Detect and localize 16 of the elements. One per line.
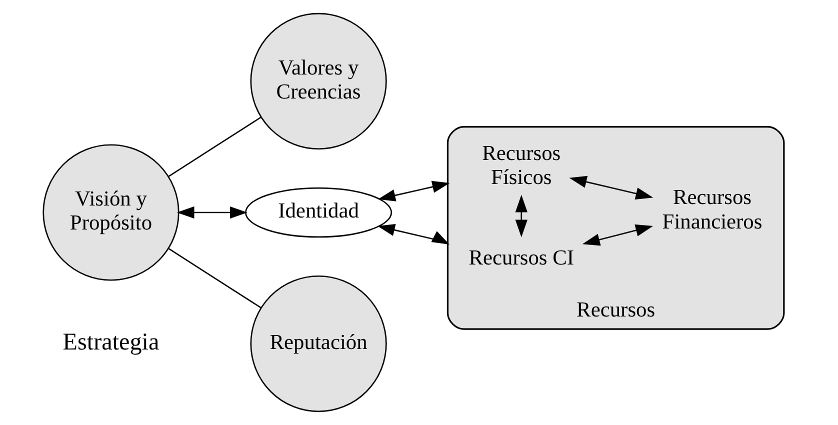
arrow (515, 194, 528, 238)
node-ellipse: Identidad (245, 187, 392, 238)
node-circle: Reputación (250, 275, 387, 412)
label: Estrategia (62, 330, 160, 356)
node-text: Recursos Financieros (662, 185, 762, 234)
node-circle: Visión y Propósito (42, 144, 180, 281)
arrow (176, 206, 248, 219)
node-text: Recursos CI (468, 245, 574, 270)
node-text: Recursos Físicos (482, 140, 561, 190)
arrow (569, 176, 654, 200)
arrow (377, 224, 450, 245)
arrow (582, 224, 654, 246)
connector (168, 116, 262, 177)
connector (168, 248, 262, 308)
node-circle: Valores y Creencias (250, 12, 387, 150)
arrow (378, 180, 450, 202)
